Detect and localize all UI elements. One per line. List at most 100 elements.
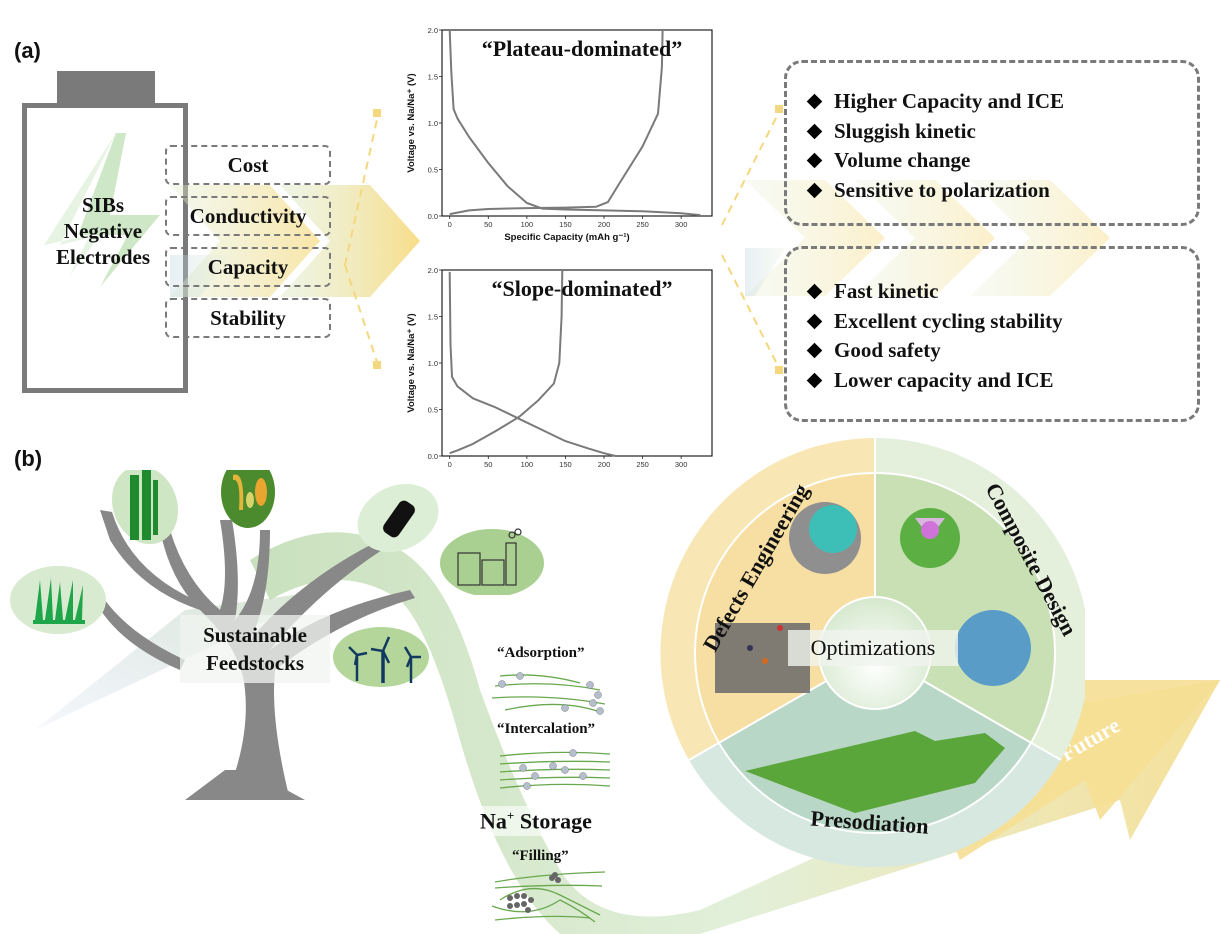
battery-title-line-3: Electrodes <box>55 245 151 269</box>
diamond-bullet-icon <box>806 152 823 169</box>
connector-to-plateau <box>344 114 379 266</box>
property-capacity: Capacity <box>165 247 331 287</box>
intercalation-illustration <box>499 749 611 790</box>
dashed-connectors <box>344 105 783 374</box>
tree-branch <box>90 586 185 670</box>
mechanism-adsorption-label: “Adsorption” <box>497 645 585 661</box>
lightning-bolt-icon <box>44 133 160 287</box>
core-shell-icon <box>900 508 960 568</box>
tree-roots <box>185 770 305 800</box>
connector-to-slope-traits <box>721 254 781 371</box>
diamond-bullet-icon <box>806 182 823 199</box>
y-tick-label: 2.0 <box>428 266 438 275</box>
mechanism-intercalation-label: “Intercalation” <box>497 721 596 737</box>
x-tick-label: 100 <box>521 460 534 468</box>
y-tick-label: 1.0 <box>428 119 438 128</box>
plot-frame <box>441 269 713 457</box>
nanoparticle-sphere-icon <box>789 502 861 574</box>
panel-b-label: (b) <box>14 446 43 471</box>
chart-title: “Slope-dominated” <box>492 276 673 301</box>
series-discharge-line <box>448 271 616 457</box>
x-tick-label: 150 <box>559 460 572 468</box>
tree-branch <box>100 510 200 610</box>
x-axis-label: Specific Capacity (mAh g⁻¹) <box>504 232 629 243</box>
diamond-bullet-icon <box>806 283 823 300</box>
na-storage-title: Na+ Storage <box>476 806 596 837</box>
diamond-bullet-icon <box>806 123 823 140</box>
x-tick-label: 0 <box>448 220 452 229</box>
x-tick-label: 250 <box>636 220 649 229</box>
y-axis-label: Voltage vs. Na/Na⁺ (V) <box>406 313 417 412</box>
x-tick-label: 50 <box>484 220 492 229</box>
series-charge-line <box>449 269 564 455</box>
connector-to-slope <box>344 264 379 366</box>
slope-trait: Fast kinetic <box>805 277 1063 307</box>
x-tick-label: 200 <box>598 220 611 229</box>
slope-trait: Excellent cycling stability <box>805 307 1063 337</box>
diamond-bullet-icon <box>806 313 823 330</box>
plateau-trait: Sluggish kinetic <box>805 117 1064 147</box>
feedstocks-title-line-2: Feedstocks <box>206 651 304 675</box>
feedstock-icons <box>10 470 439 634</box>
y-tick-label: 0.5 <box>428 406 438 415</box>
battery-terminal <box>57 71 155 105</box>
right-chevrons-decoration <box>745 180 1110 296</box>
property-cost: Cost <box>165 145 331 185</box>
battery-title-line-1: SIBs <box>81 193 125 217</box>
porous-sphere-icon <box>955 610 1031 686</box>
grass-icon <box>33 578 85 624</box>
y-tick-label: 1.5 <box>428 73 438 82</box>
series-charge-line <box>449 29 664 216</box>
y-tick-label: 0.0 <box>428 212 438 221</box>
filling-illustration <box>491 871 606 923</box>
diamond-bullet-icon <box>806 342 823 359</box>
battery-title-line-2: Negative <box>63 219 143 243</box>
feedstocks-title: Sustainable Feedstocks <box>180 615 330 683</box>
x-tick-label: 100 <box>521 220 534 229</box>
y-tick-label: 1.0 <box>428 359 438 368</box>
plateau-trait: Higher Capacity and ICE <box>805 87 1064 117</box>
optimizations-wheel: Defects Engineering Composite Design Pre… <box>660 438 1085 868</box>
rice-icon <box>233 474 267 510</box>
slope-traits-box: Fast kinetic Excellent cycling stability… <box>784 246 1200 422</box>
wind-turbines-group <box>333 627 429 687</box>
x-tick-label: 250 <box>636 460 649 468</box>
mechanism-filling-label: “Filling” <box>512 848 569 864</box>
plot-frame <box>441 29 713 217</box>
factory-oval <box>440 529 544 595</box>
y-tick-label: 1.5 <box>428 313 438 322</box>
y-tick-label: 0.5 <box>428 166 438 175</box>
x-tick-label: 300 <box>675 220 688 229</box>
x-tick-label: 200 <box>598 460 611 468</box>
panel-a-label: (a) <box>14 38 41 63</box>
property-conductivity: Conductivity <box>165 196 331 236</box>
slope-trait: Good safety <box>805 336 1063 366</box>
plateau-traits-box: Higher Capacity and ICE Sluggish kinetic… <box>784 60 1200 226</box>
plateau-trait: Sensitive to polarization <box>805 176 1064 206</box>
x-tick-label: 150 <box>559 220 572 229</box>
presodiation-sheet-icon <box>745 731 1005 813</box>
optimizations-center-label: Optimizations <box>788 630 958 666</box>
y-tick-label: 0.0 <box>428 452 438 461</box>
series-discharge-line <box>448 29 701 217</box>
factory-icon-group <box>440 528 544 595</box>
property-stability: Stability <box>165 298 331 338</box>
chart-plateau-dominated: 0 50 100 150 200 250 300 0.0 0.5 1.0 1.5 2.0Specifi… <box>406 26 713 243</box>
feedstocks-title-line-1: Sustainable <box>203 623 307 647</box>
y-axis-label: Voltage vs. Na/Na⁺ (V) <box>406 73 417 172</box>
chevron-arrows-decoration <box>170 185 420 297</box>
connector-to-plateau-traits <box>721 109 781 226</box>
wind-turbines-icon <box>348 636 421 683</box>
slope-trait: Lower capacity and ICE <box>805 366 1063 396</box>
bamboo-icon <box>130 470 158 540</box>
battery-title: SIBs Negative Electrodes <box>38 192 168 270</box>
x-tick-label: 300 <box>675 460 688 468</box>
plastic-bottle-icon <box>383 500 415 538</box>
diamond-bullet-icon <box>806 372 823 389</box>
x-tick-label: 0 <box>448 460 452 468</box>
x-tick-label: 50 <box>484 460 492 468</box>
y-tick-label: 2.0 <box>428 26 438 35</box>
chart-title: “Plateau-dominated” <box>482 36 682 61</box>
chart-slope-dominated: 0501001502002503000.00.51.01.52.0Specifi… <box>406 266 713 468</box>
diamond-bullet-icon <box>806 93 823 110</box>
